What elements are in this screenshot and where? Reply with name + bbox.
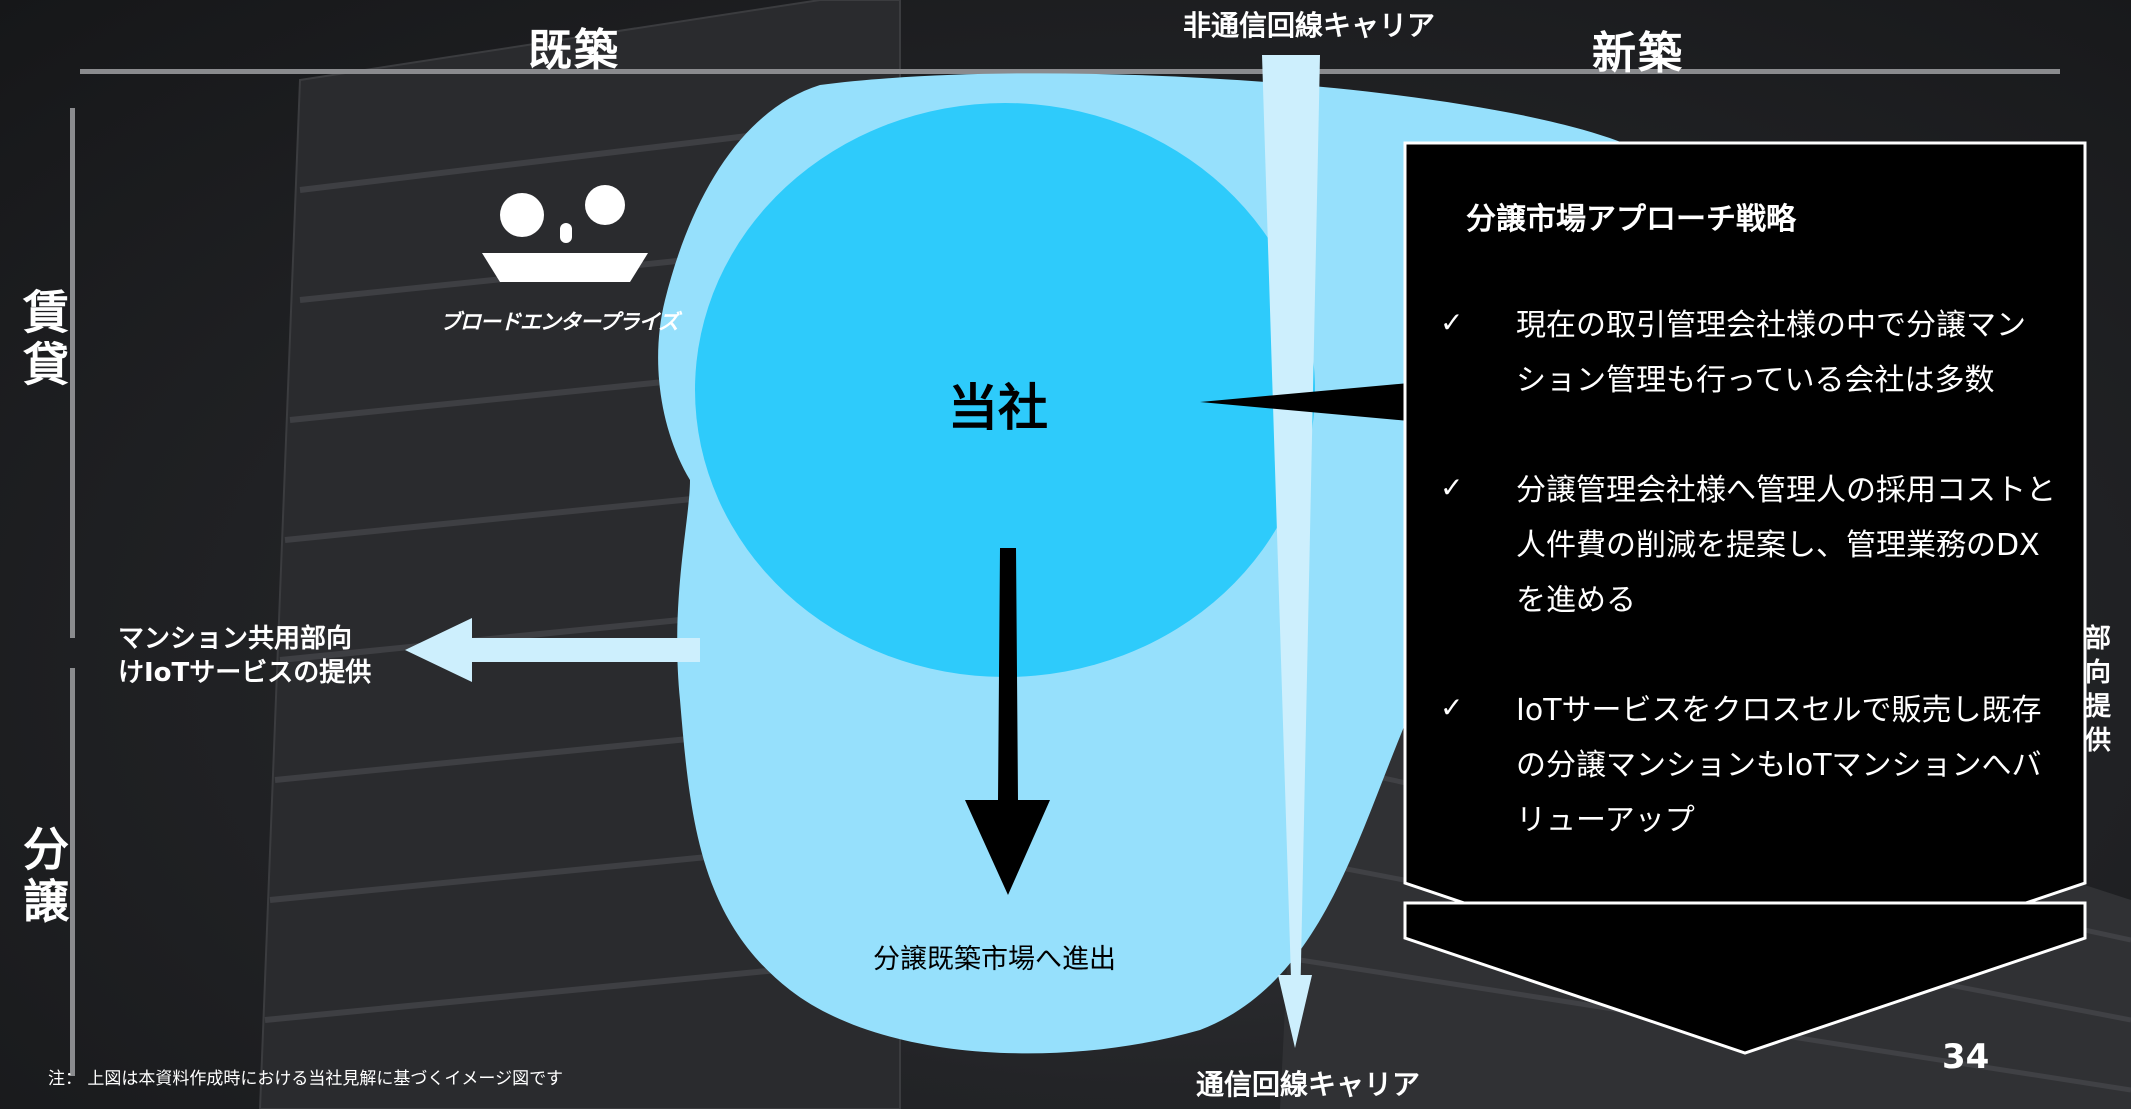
logo-wordmark: ブロードエンタープライズ xyxy=(440,310,679,334)
strategy-title: 分譲市場アプローチ戦略 xyxy=(1466,202,1796,237)
left-arrow-label: マンション共用部向 けIoTサービスの提供 xyxy=(118,624,372,688)
footnote: 注： 上図は本資料作成時における当社見解に基づくイメージ図です xyxy=(48,1069,564,1089)
arrow-left xyxy=(405,618,700,682)
bullet-line: ション管理も行っている会社は多数 xyxy=(1516,363,1995,398)
top-axis-line xyxy=(80,69,2060,74)
axis-label-rental: 賃貸 xyxy=(16,288,70,392)
check-icon: ✓ xyxy=(1440,471,1464,504)
bullet-line: 現在の取引管理会社様の中で分譲マン xyxy=(1516,308,2026,343)
left-axis-line-top xyxy=(70,108,75,638)
bullet-item: ✓ 現在の取引管理会社様の中で分譲マン ション管理も行っている会社は多数 xyxy=(1440,298,2080,408)
right-arrow-label: 部向 提供 xyxy=(2085,624,2112,756)
bullet-line: 人件費の削減を提案し、管理業務のDX xyxy=(1516,528,2040,563)
bullet-line: IoTサービスをクロスセルで販売し既存 xyxy=(1516,693,2042,728)
left-axis-line-bottom xyxy=(70,668,75,1076)
bullet-line: を進める xyxy=(1516,583,1636,618)
strategy-panel-shape xyxy=(1403,141,2087,1055)
bullet-item: ✓ 分譲管理会社様へ管理人の採用コストと 人件費の削減を提案し、管理業務のDX … xyxy=(1440,463,2080,628)
arrow-down xyxy=(965,548,1050,895)
axis-label-new: 新築 xyxy=(1592,28,1684,79)
carrier-label-top: 非通信回線キャリア xyxy=(1183,9,1436,42)
panel-pointer xyxy=(1200,382,1420,422)
axis-label-existing: 既築 xyxy=(528,25,620,76)
page-number: 34 xyxy=(1942,1037,1990,1077)
check-icon: ✓ xyxy=(1440,306,1464,339)
carrier-label-bottom: 通信回線キャリア xyxy=(1196,1068,1421,1101)
bullet-item: ✓ IoTサービスをクロスセルで販売し既存 の分譲マンションもIoTマンションへ… xyxy=(1440,683,2080,848)
down-arrow-label: 分譲既築市場へ進出 xyxy=(873,944,1116,975)
strategy-bullets: ✓ 現在の取引管理会社様の中で分譲マン ション管理も行っている会社は多数 ✓ 分… xyxy=(1440,298,2080,848)
check-icon: ✓ xyxy=(1440,691,1464,724)
company-label: 当社 xyxy=(948,379,1048,437)
broad-enterprise-logo xyxy=(482,185,648,282)
bullet-line: の分譲マンションもIoTマンションへバ xyxy=(1516,748,2042,783)
carrier-axis-wedge xyxy=(1262,55,1320,1010)
bullet-line: リューアップ xyxy=(1516,803,1695,838)
axis-label-condo: 分譲 xyxy=(16,825,70,929)
bullet-line: 分譲管理会社様へ管理人の採用コストと xyxy=(1516,473,2056,508)
company-circle xyxy=(695,103,1315,677)
carrier-axis-arrowhead xyxy=(1278,975,1312,1048)
